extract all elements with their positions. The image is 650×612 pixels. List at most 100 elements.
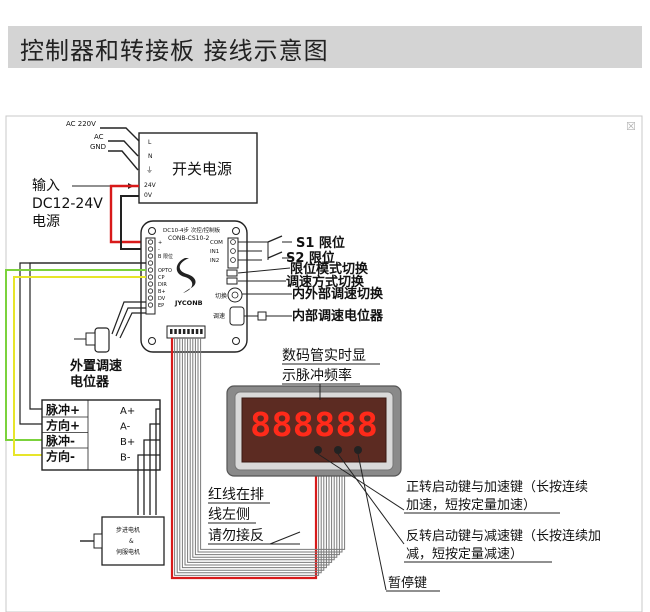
- ribbon-wire: [194, 338, 340, 556]
- motor-wire-b-minus: [137, 454, 160, 515]
- mode1-leader: [237, 267, 291, 274]
- left-terminal-screw: [147, 288, 154, 294]
- external-potentiometer[interactable]: [94, 327, 110, 353]
- seven-segment-digits: 888888: [250, 405, 378, 444]
- btn1-leader: [317, 453, 405, 511]
- ribbon-wire: [179, 338, 325, 571]
- power-supply-box: [138, 132, 258, 204]
- ext-pot-wire-1: [111, 301, 146, 335]
- motor-label-2: &: [129, 538, 134, 545]
- btn1-label-2: 加速，短按定量加速）: [406, 498, 536, 513]
- internal-potentiometer[interactable]: [229, 306, 245, 326]
- ac-l-wire: [100, 127, 141, 143]
- gnd-label: GND: [90, 143, 106, 151]
- brand-logo-icon: [176, 258, 196, 293]
- left-pin-label: B+: [158, 289, 166, 295]
- brand-label: JYCONB: [174, 299, 203, 307]
- mount-hole: [148, 227, 156, 235]
- red-note-3: 请勿接反: [208, 527, 264, 544]
- right-terminal-screw: [230, 257, 236, 263]
- opto-wire-2: [19, 262, 146, 425]
- driver-input-label: 方向-: [46, 449, 75, 464]
- pot-shaft: [257, 311, 267, 321]
- left-terminal-screw: [147, 295, 154, 301]
- right-pin-label: COM: [210, 240, 223, 246]
- input-label-1: 输入: [32, 178, 60, 194]
- left-pin-label: -: [158, 247, 160, 253]
- ribbon-header: [166, 325, 206, 339]
- motor-wire-a-minus: [149, 423, 160, 515]
- ribbon-wire: [181, 338, 327, 569]
- pot-label: 调速: [213, 312, 225, 320]
- ac-n-wire: [108, 140, 139, 157]
- left-terminal-screw: [147, 253, 154, 259]
- motor-label-1: 步进电机: [116, 526, 140, 534]
- red-note-1: 红线在排: [208, 487, 264, 503]
- btn3-label: 暂停键: [388, 575, 427, 591]
- ribbon-wire: [184, 338, 330, 566]
- ribbon-pin: [187, 329, 190, 334]
- page-title: 控制器和转接板 接线示意图: [20, 37, 329, 65]
- internal-external-switch[interactable]: [227, 287, 243, 303]
- btn3-leader: [357, 453, 387, 591]
- ribbon-pin: [170, 329, 173, 334]
- supply-negative-wire: [120, 195, 150, 250]
- reverse-decelerate-button[interactable]: [334, 446, 342, 454]
- pulse-wire-green: [5, 269, 146, 441]
- forward-accelerate-button[interactable]: [314, 446, 322, 454]
- right-pin-label: IN2: [210, 258, 219, 264]
- motor-wire-b-plus: [143, 439, 160, 515]
- input-label-3: 电源: [32, 214, 60, 230]
- display-note-2: 示脉冲频率: [282, 367, 352, 384]
- left-terminal-screw: [147, 281, 154, 287]
- ribbon-pin: [191, 329, 194, 334]
- jumper-speed-mode[interactable]: [226, 277, 238, 285]
- driver-output-label: B-: [120, 453, 131, 464]
- right-terminal-screw: [230, 248, 236, 254]
- ext-pot-label-1: 外置调速: [69, 358, 122, 374]
- stepper-driver: [41, 399, 161, 471]
- left-terminal-screw: [147, 302, 154, 308]
- input-label-2: DC12-24V: [32, 196, 103, 212]
- driver-output-label: B+: [120, 437, 135, 448]
- ribbon-pin: [195, 329, 199, 334]
- motor-label-3: 伺服电机: [116, 548, 140, 556]
- ribbon-pin: [182, 329, 186, 334]
- btn2-label-1: 反转启动键与减速键（长按连续加: [406, 528, 601, 544]
- ribbon-wire: [176, 338, 322, 574]
- ground-icon: ⏚: [146, 166, 153, 174]
- close-icon[interactable]: ☒: [626, 120, 636, 133]
- red-note-2: 线左侧: [208, 507, 250, 523]
- btn2-label-2: 减，短按定量减速）: [406, 547, 523, 562]
- ac-label: AC 220V: [66, 120, 96, 128]
- ext-pot-wire-2: [115, 307, 146, 337]
- dir-wire-yellow: [13, 276, 146, 456]
- ribbon-wire: [189, 338, 335, 561]
- jumper-limit-mode[interactable]: [226, 269, 238, 277]
- term-0v: 0V: [144, 192, 153, 199]
- term-l: L: [148, 139, 152, 146]
- mount-hole: [232, 227, 240, 235]
- motor-wire-a-plus: [155, 408, 160, 515]
- external-pot-shaft: [85, 332, 96, 346]
- driver-terminals: 脉冲+A+方向+A-脉冲-B+方向-B-: [42, 400, 135, 470]
- left-pin-label: CP: [158, 275, 165, 281]
- ext-pot-label-2: 电位器: [70, 374, 110, 390]
- red-note-leader: [269, 531, 301, 545]
- driver-output-label: A-: [120, 422, 131, 433]
- left-terminal-screw: [147, 246, 154, 252]
- ribbon-red-wire: [170, 338, 318, 580]
- left-terminal-screw: [147, 260, 154, 266]
- motor-body: [101, 516, 165, 566]
- left-pin-label: DIR: [158, 282, 167, 288]
- switch-knob: [231, 291, 239, 299]
- pause-button[interactable]: [354, 446, 362, 454]
- ground-wire: [108, 150, 139, 171]
- left-terminal-screw: [147, 274, 154, 280]
- ribbon-wire: [200, 338, 346, 550]
- display-note-1: 数码管实时显: [282, 348, 366, 364]
- ribbon-header-pins: [170, 329, 203, 334]
